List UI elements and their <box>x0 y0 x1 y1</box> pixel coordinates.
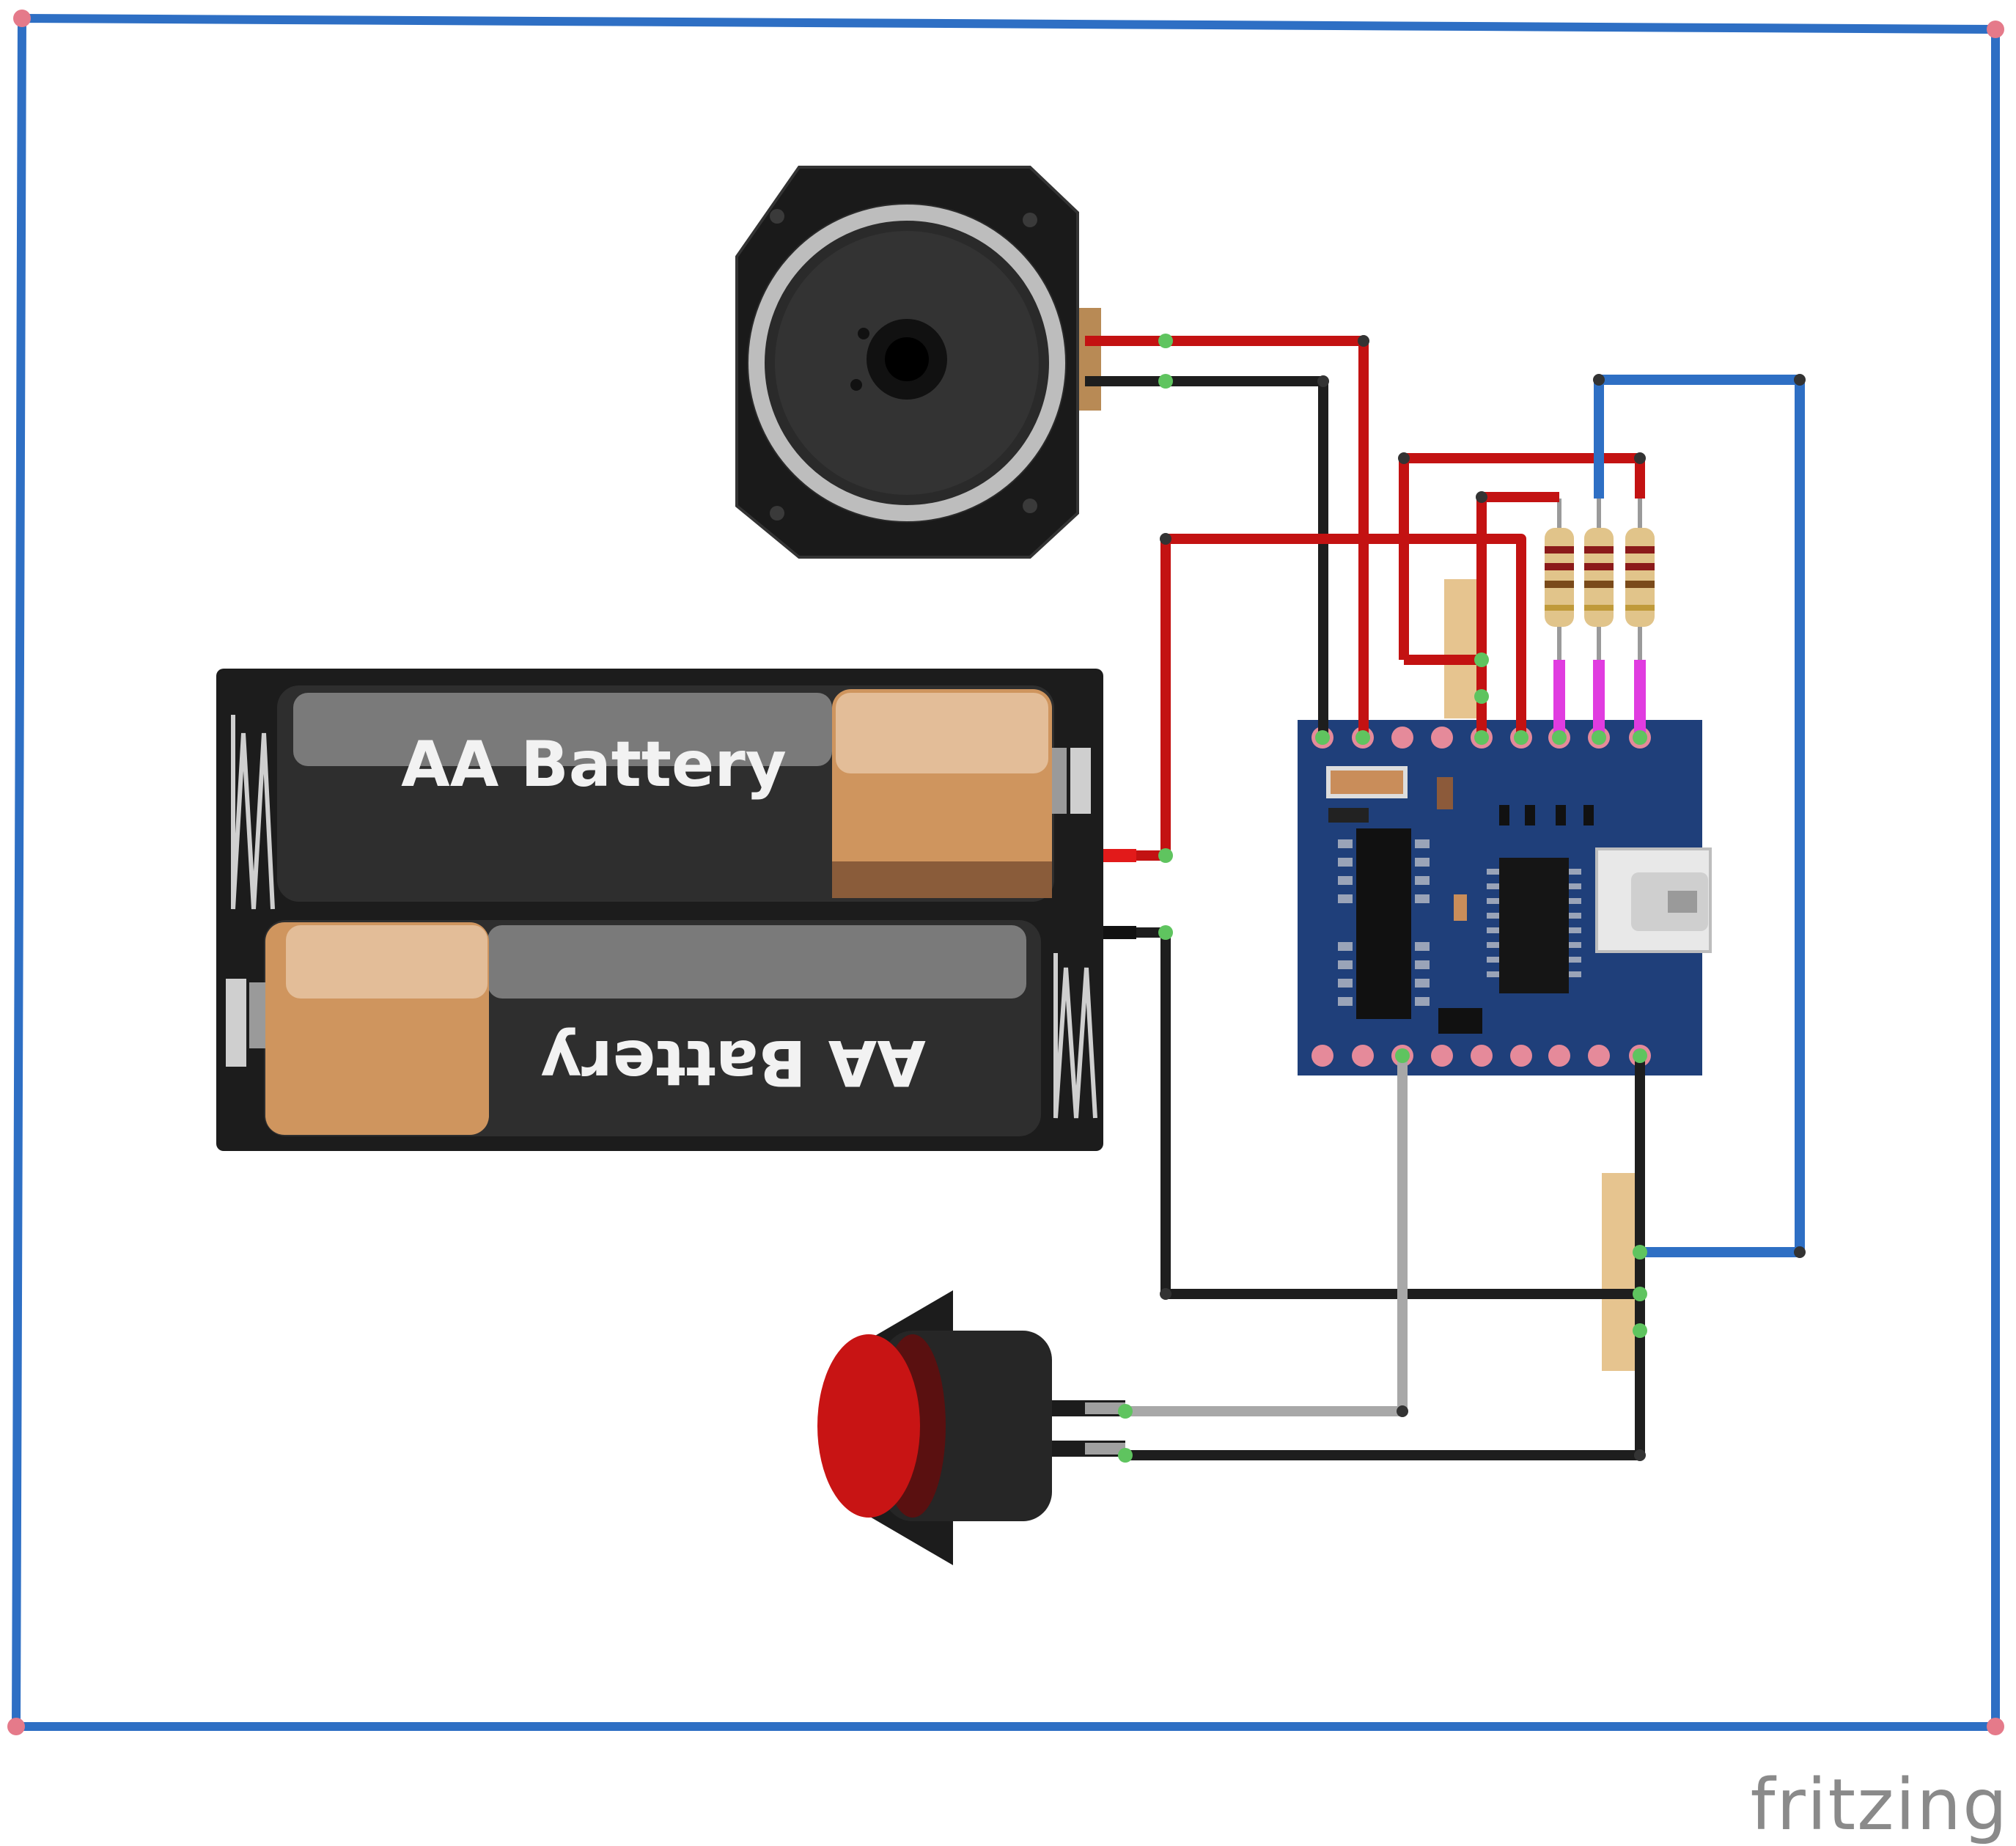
fritzing-logo: fritzing <box>1751 1764 2009 1846</box>
mp3-player-module <box>1298 720 1712 1075</box>
resistor-2 <box>1584 499 1614 660</box>
battery-holder: AA Battery AA Battery <box>216 669 1136 1151</box>
frame-corner-points <box>7 10 2004 1735</box>
battery-label-top: AA Battery <box>401 728 787 801</box>
bb-strip-top <box>1444 579 1479 718</box>
wire-module-black <box>1125 1056 1645 1460</box>
speaker <box>735 166 1101 559</box>
bottom-header-pins <box>1311 1045 1651 1067</box>
resistors <box>1545 499 1655 660</box>
wire-resistor-red-1 <box>1399 453 1645 660</box>
wire-endpoints <box>1118 334 1647 1463</box>
push-button <box>817 1290 1125 1565</box>
resistor-1 <box>1545 499 1574 660</box>
battery-label-bottom: AA Battery <box>540 1026 926 1099</box>
resistor-3 <box>1625 499 1655 660</box>
wire-speaker-black <box>1085 376 1328 738</box>
wire-bend-points <box>1160 335 1806 1461</box>
wire-magenta-leads <box>1553 660 1646 738</box>
